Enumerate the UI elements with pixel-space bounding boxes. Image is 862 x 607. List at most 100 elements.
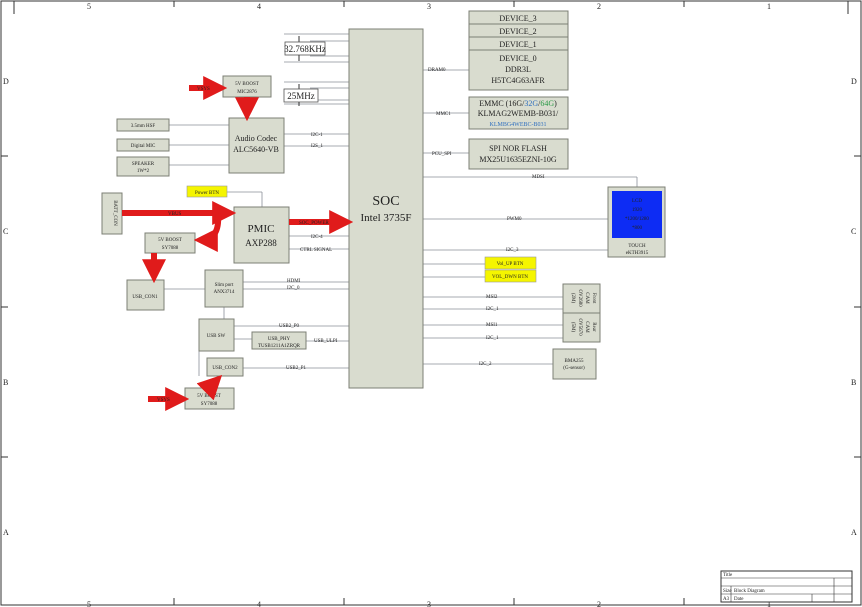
signal-usb2-p0: USB2_P0 [279, 324, 300, 329]
device-0-type: DDR3L [505, 65, 531, 74]
connection-lines [164, 33, 638, 376]
main-crystal-label: 25MHz [287, 91, 315, 101]
col-number-2-bottom: 2 [597, 600, 601, 607]
vol-down-button-block [484, 269, 537, 283]
lcd-screen [612, 191, 662, 238]
power-arrows [122, 76, 354, 411]
slim-port-label: Slim port [215, 283, 234, 288]
rear-camera-block [562, 312, 601, 343]
signal-i2c1-audio: I2C-1 [311, 133, 323, 138]
vol-up-button-block [484, 256, 537, 270]
signal-i2c2: I2C_2 [479, 362, 492, 367]
rear-camera-label: Rear [591, 322, 596, 332]
col-number-3: 3 [427, 2, 431, 11]
device-0-block [468, 49, 569, 91]
usb-phy-part: TUSB1211A1ZRQR [258, 344, 301, 349]
touch-part: eKTH3915 [626, 251, 649, 256]
signal-mipi1: MSI1 [486, 323, 498, 328]
col-number-3-bottom: 3 [427, 600, 431, 607]
device-3-label: DEVICE_3 [499, 14, 536, 23]
headset-jack-label: 3.5mm HSF [131, 124, 156, 129]
signal-i2c1-front-cam: I2C_1 [486, 307, 499, 312]
col-number-4-bottom: 4 [257, 600, 261, 607]
soc-model: Intel 3735F [360, 212, 411, 224]
slim-port-block [204, 269, 244, 308]
vbus-label: VBUS [168, 212, 182, 217]
emmc-block [468, 96, 569, 130]
spi-flash-part: MX25U1635EZNI-10G [479, 155, 557, 164]
signal-usb-ulpi: USB_ULPI [314, 339, 338, 344]
signal-pwm: PWM0 [507, 217, 522, 222]
audio-codec-part: ALC5640-VB [233, 145, 279, 154]
front-camera-res: (2M) [570, 293, 575, 304]
device-2-label: DEVICE_2 [499, 27, 536, 36]
soc-power-label: SOC_POWER [299, 221, 329, 226]
col-number-1-bottom: 1 [767, 600, 771, 607]
device-1-label: DEVICE_1 [499, 40, 536, 49]
device-0-part: H5TC4G63AFR [491, 76, 545, 85]
audio-codec-block [228, 117, 285, 174]
lcd-res-3: *800 [632, 226, 643, 231]
boost-sy-2-part: SY7088 [201, 402, 218, 407]
title-block-size: Size [723, 589, 732, 594]
signal-usb2-p1: USB2_P1 [286, 366, 307, 371]
power-button-block [186, 185, 228, 198]
signal-i2s1: I2S_1 [311, 144, 323, 149]
usb-phy-block [251, 331, 307, 350]
title-block-date: Date [734, 597, 744, 602]
col-number-2: 2 [597, 2, 601, 11]
row-letter-a: A [3, 528, 9, 537]
gsensor-label: BMA255 [565, 359, 584, 364]
rtc-crystal-label: 32.768KHz [284, 44, 326, 54]
title-block-a3: A3 [723, 597, 730, 602]
title-block-name: Block Diagram [734, 589, 765, 594]
boost-mic-label: 5V BOOST [235, 82, 259, 87]
battery-connector-label: BATT_CON [112, 200, 117, 226]
pmic-block [233, 206, 290, 264]
signal-i2c1-rear-cam: I2C_1 [486, 336, 499, 341]
soc-block [348, 28, 424, 389]
front-camera-label: Front [591, 293, 596, 304]
lcd-res-1: 1920 [632, 208, 643, 213]
lcd-label: LCD [632, 199, 642, 204]
col-number-1: 1 [767, 2, 771, 11]
power-button-label: Power BTN [195, 191, 219, 196]
vol-down-label: VOL_DWN BTN [492, 275, 528, 280]
front-camera-sensor: OV2680 [577, 289, 582, 307]
usb-con2-label: USB_CON2 [212, 366, 238, 371]
emmc-part-2: KLMBG4WEBC-B031 [490, 122, 547, 128]
row-letter-b: B [3, 378, 8, 387]
boost-mic-part: MIC2876 [237, 90, 257, 95]
row-letter-a-right: A [851, 528, 857, 537]
touch-label: TOUCH [628, 244, 646, 249]
battery-connector-block [101, 192, 123, 235]
audio-codec-label: Audio Codec [235, 134, 278, 143]
device-0-label: DEVICE_0 [499, 54, 536, 63]
col-number-5-bottom: 5 [87, 600, 91, 607]
col-number-4: 4 [257, 2, 261, 11]
row-letter-c: C [3, 227, 8, 236]
main-crystal [283, 84, 319, 106]
front-camera-type: CAM [584, 292, 589, 304]
row-letter-d: D [3, 77, 9, 86]
spi-flash-label: SPI NOR FLASH [489, 144, 547, 153]
digital-mic-label: Digital MIC [131, 144, 156, 149]
usb-con2-block [206, 357, 244, 377]
usb-phy-label: USB_PHY [268, 337, 291, 342]
lcd-res-2: *1200/1280 [625, 217, 649, 222]
row-letter-b-right: B [851, 378, 856, 387]
title-block [720, 570, 853, 603]
signal-mdsi: MDSI [532, 175, 545, 180]
boost-sy-2-label: 5V BOOST [197, 394, 221, 399]
soc-label: SOC [372, 194, 399, 209]
signal-ctrl: CTRL SIGNAL [300, 248, 332, 253]
rear-camera-res: (5M) [570, 322, 575, 333]
signal-mipi2: MSI2 [486, 295, 498, 300]
emmc-part-1: KLMAG2WEMB-B031/ [478, 109, 559, 118]
rear-camera-type: CAM [584, 321, 589, 333]
rear-camera-sensor: OV5670 [577, 318, 582, 336]
vsys-bottom-label: VSYS [157, 398, 170, 403]
slim-port-part: ANX3714 [214, 290, 235, 295]
